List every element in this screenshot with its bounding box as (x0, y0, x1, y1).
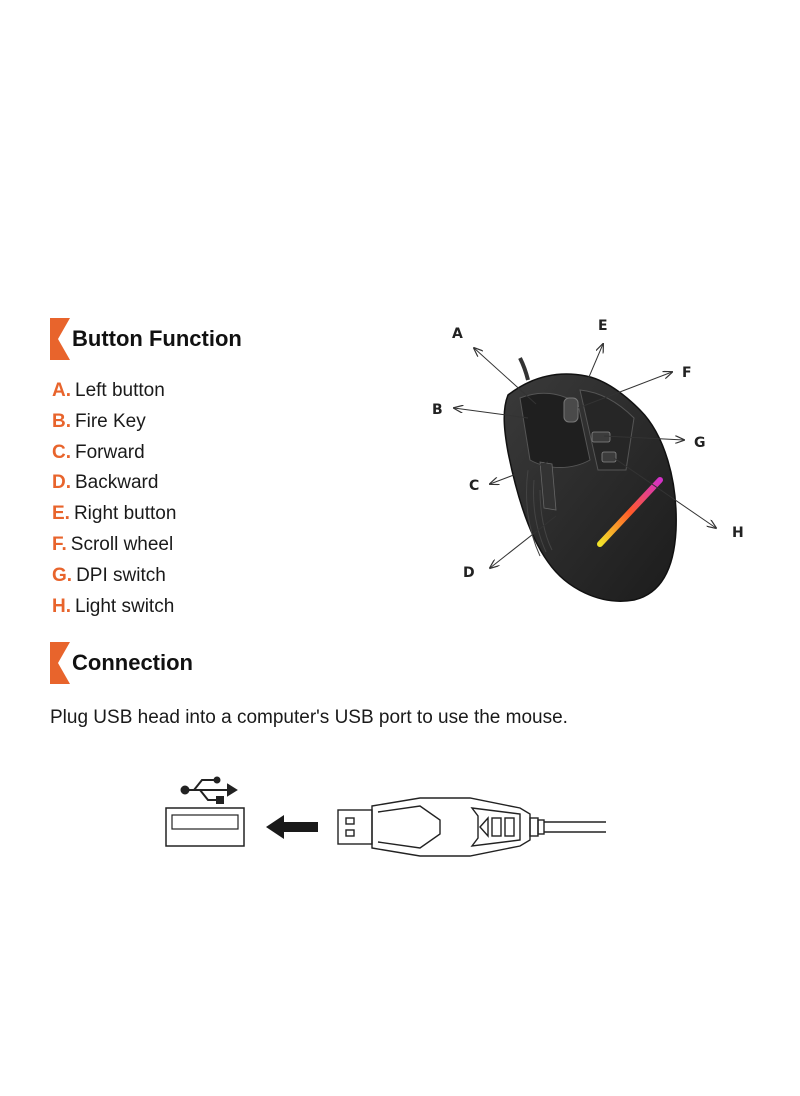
list-item: C.Forward (52, 438, 176, 469)
section-header-button-function: Button Function (50, 318, 242, 360)
item-letter: C. (52, 441, 71, 463)
usb-plug-icon (337, 797, 606, 857)
list-item: B.Fire Key (52, 407, 176, 438)
section-title: Connection (72, 650, 193, 675)
list-item: G.DPI switch (52, 561, 176, 592)
item-label: Left button (75, 380, 165, 401)
callout-label-a: A (452, 326, 463, 342)
list-item: A.Left button (52, 376, 176, 407)
list-item: H.Light switch (52, 592, 176, 623)
item-label: Backward (75, 472, 159, 494)
list-item: E.Right button (52, 499, 176, 530)
item-letter: D. (52, 472, 71, 494)
item-label: Forward (75, 441, 145, 463)
section-title: Button Function (72, 326, 242, 351)
item-label: Scroll wheel (70, 533, 174, 555)
item-letter: A. (52, 380, 71, 401)
usb-port-icon (165, 807, 245, 847)
orange-tab-marker-icon (50, 318, 70, 360)
item-letter: H. (52, 595, 71, 617)
item-letter: F. (52, 533, 67, 555)
list-item: F.Scroll wheel (52, 530, 176, 561)
section-header-connection: Connection (50, 642, 193, 684)
left-arrow-icon (266, 815, 318, 839)
list-item: D.Backward (52, 468, 176, 499)
item-label: Right button (73, 503, 177, 525)
item-letter: G. (52, 564, 73, 586)
gaming-mouse-illustration-icon (503, 357, 677, 602)
callout-label-d: D (463, 565, 475, 581)
item-label: DPI switch (76, 564, 166, 586)
item-letter: B. (52, 410, 71, 432)
button-function-list: A.Left button B.Fire Key C.Forward D.Bac… (52, 376, 176, 622)
callout-label-b: B (432, 402, 443, 418)
callout-label-h: H (732, 525, 744, 541)
callout-label-g: G (694, 435, 706, 451)
usb-symbol-icon (180, 776, 238, 804)
connection-instructions: Plug USB head into a computer's USB port… (50, 707, 568, 728)
item-label: Light switch (75, 595, 175, 617)
item-letter: E. (52, 503, 70, 525)
callout-label-e: E (598, 318, 608, 334)
item-label: Fire Key (75, 410, 146, 432)
callout-label-f: F (682, 365, 692, 381)
callout-label-c: C (469, 478, 479, 494)
callout-arrows (454, 344, 716, 568)
orange-tab-marker-icon (50, 642, 70, 684)
